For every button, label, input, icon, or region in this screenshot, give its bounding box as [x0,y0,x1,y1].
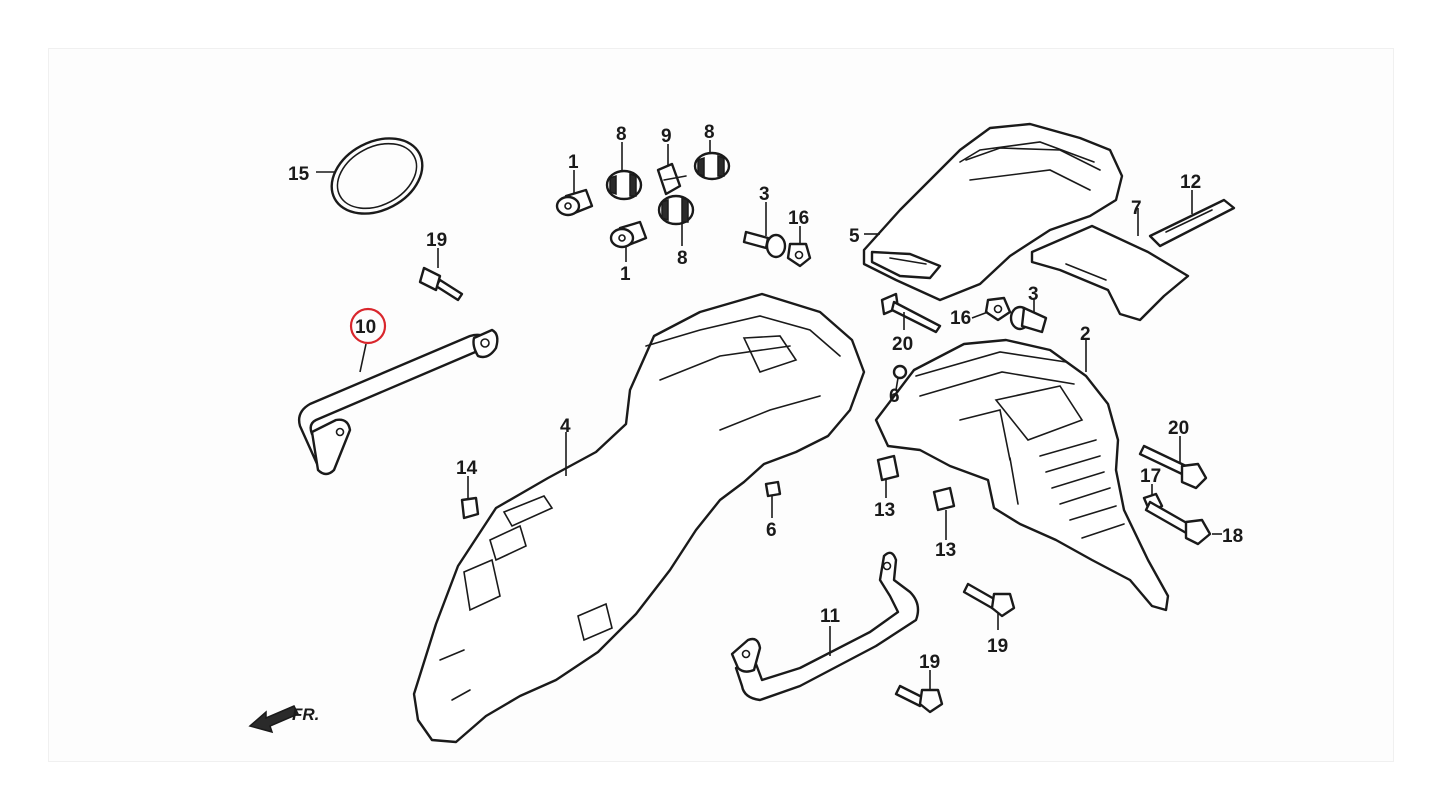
part-13-clip-a[interactable] [876,454,900,482]
callout-4[interactable]: 4 [560,416,571,437]
leader-lines [316,140,1222,690]
part-19-bolt-middle-right[interactable] [962,582,1016,618]
callout-8[interactable]: 8 [616,124,627,145]
part-15-ring[interactable] [319,123,436,228]
callout-20[interactable]: 20 [1168,418,1189,439]
part-1-collar-upper[interactable] [555,188,594,217]
part-2-rear-fender[interactable] [874,338,1170,612]
part-13-clip-b[interactable] [932,486,956,512]
callout-14[interactable]: 14 [456,458,478,479]
part-9-clip[interactable] [656,162,687,196]
part-12-reflector-strip[interactable] [1148,198,1236,248]
part-19-bolt-lower[interactable] [894,684,944,714]
callout-7[interactable]: 7 [1131,198,1142,219]
callout-10[interactable]: 10 [355,317,376,338]
part-3-bolt-upper[interactable] [742,230,787,259]
callout-16[interactable]: 16 [950,308,971,329]
callout-13[interactable]: 13 [935,540,956,561]
callout-9[interactable]: 9 [661,126,672,147]
callout-19[interactable]: 19 [919,652,940,673]
part-19-bolt-upper-left[interactable] [418,266,464,302]
part-16-nut-lower[interactable] [984,296,1012,322]
callout-1[interactable]: 1 [620,264,631,285]
callout-11[interactable]: 11 [820,606,841,627]
callout-labels: 15 19 10 1 1 8 9 8 8 3 16 5 7 12 20 16 3… [288,122,1243,673]
part-20-bolt-upper[interactable] [880,292,942,334]
callout-6[interactable]: 6 [766,520,777,541]
callout-3[interactable]: 3 [1028,284,1039,305]
part-20-bolt-right[interactable] [1138,444,1208,490]
part-8-rubber-mount-c[interactable] [693,151,731,181]
callout-13[interactable]: 13 [874,500,895,521]
callout-3[interactable]: 3 [759,184,770,205]
callout-12[interactable]: 12 [1180,172,1201,193]
part-1-collar-lower[interactable] [609,220,648,249]
part-4-inner-fender[interactable] [412,292,866,744]
part-16-nut-upper[interactable] [786,242,812,268]
front-direction-arrow: FR. [248,705,319,734]
part-7-plate[interactable] [1030,224,1190,322]
part-11-grab-rail[interactable] [730,551,920,702]
part-6-clip-upper[interactable] [892,364,908,380]
callout-2[interactable]: 2 [1080,324,1091,345]
callout-19[interactable]: 19 [987,636,1008,657]
callout-18[interactable]: 18 [1222,526,1243,547]
part-10-grab-rail[interactable] [297,328,499,476]
callout-8[interactable]: 8 [677,248,688,269]
callout-15[interactable]: 15 [288,164,310,185]
highlight-circle [349,307,387,345]
part-14-nut[interactable] [460,496,480,520]
callout-6[interactable]: 6 [889,386,900,407]
part-8-rubber-mount-a[interactable] [605,169,643,201]
part-8-rubber-mount-b[interactable] [657,194,695,226]
callout-5[interactable]: 5 [849,226,860,247]
part-6-clip-lower[interactable] [764,480,782,498]
part-18-bolt[interactable] [1144,500,1212,546]
direction-label: FR. [292,705,319,724]
callout-17[interactable]: 17 [1140,466,1161,487]
callout-16[interactable]: 16 [788,208,809,229]
callout-19[interactable]: 19 [426,230,447,251]
callout-1[interactable]: 1 [568,152,579,173]
callout-8[interactable]: 8 [704,122,715,143]
part-3-bolt-lower[interactable] [1009,305,1048,334]
part-5-rear-cowl[interactable] [862,122,1124,302]
callout-20[interactable]: 20 [892,334,913,355]
